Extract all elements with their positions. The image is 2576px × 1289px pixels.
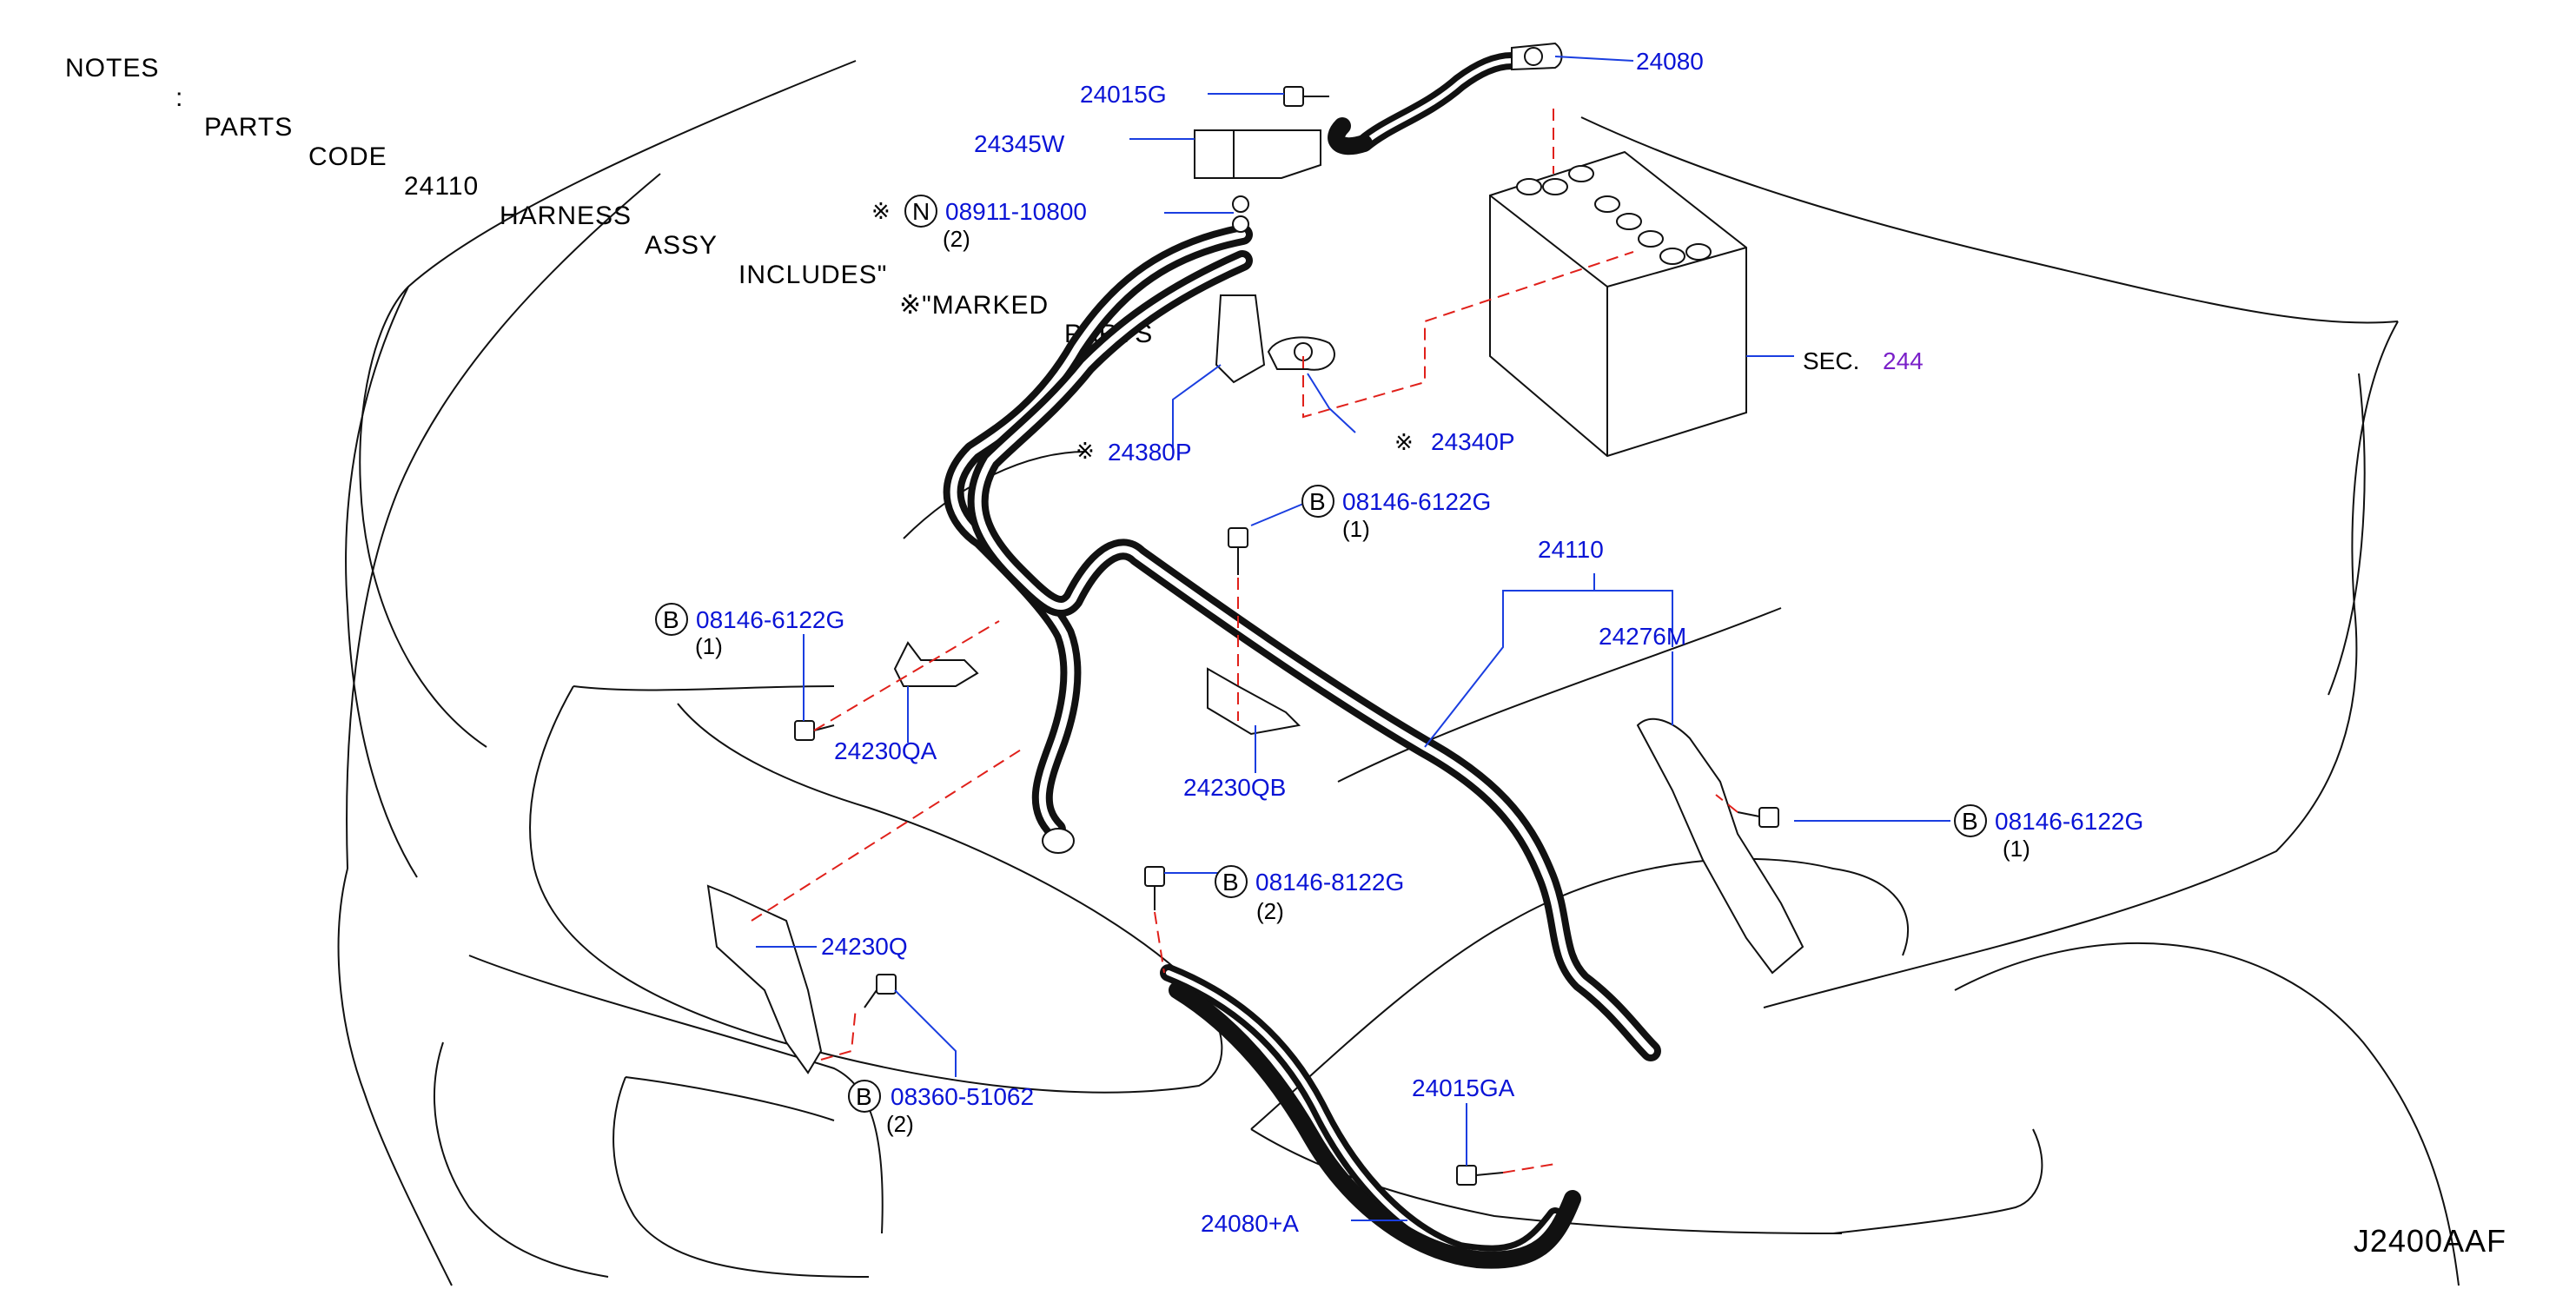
svg-text:B: B <box>1222 869 1239 896</box>
label-sec-244: SEC. 244 <box>1803 347 1924 374</box>
label-24015GA: 24015GA <box>1412 1074 1515 1101</box>
label-24230QA: 24230QA <box>834 737 937 764</box>
terminal-clamp-24080 <box>1511 42 1563 71</box>
svg-text:B: B <box>1962 808 1978 835</box>
svg-text:244: 244 <box>1883 347 1924 374</box>
bolt-24015GA <box>1456 1165 1504 1186</box>
phantom-lines <box>751 109 1738 1173</box>
label-08146-6122G-top: B 08146-6122G (1) <box>1301 485 1491 542</box>
label-08360-51062: B 08360-51062 (2) <box>848 1080 1034 1137</box>
notes-word: 24110 <box>404 172 480 201</box>
svg-text:24230QA: 24230QA <box>834 737 937 764</box>
notes-word: INCLUDES" <box>738 261 888 289</box>
bolt-08146-8122 <box>1144 866 1165 910</box>
svg-text:24015G: 24015G <box>1080 81 1167 108</box>
svg-text:24276M: 24276M <box>1599 623 1686 650</box>
label-24340P: ※ 24340P <box>1394 428 1515 456</box>
label-24276M: 24276M <box>1599 623 1686 650</box>
bolt-symbol-icon <box>1215 865 1248 898</box>
svg-text:B: B <box>1309 488 1326 515</box>
notes-word: CODE <box>308 142 387 171</box>
harness-cables <box>943 52 1661 1269</box>
svg-text:N: N <box>912 198 930 225</box>
label-24380P: ※ 24380P <box>1076 439 1192 466</box>
label-08911-10800: ※ N 08911-10800 (2) <box>871 195 1087 252</box>
bolt-symbol-icon <box>1301 485 1334 518</box>
svg-text:(2): (2) <box>1256 898 1284 924</box>
svg-text:24340P: 24340P <box>1431 428 1515 455</box>
diagram-code: J2400AAF <box>2353 1223 2506 1259</box>
svg-text:08146-6122G: 08146-6122G <box>1995 808 2143 835</box>
nuts-08911 <box>1232 195 1249 233</box>
svg-text:24230QB: 24230QB <box>1183 774 1286 801</box>
bracket-24230QB <box>1207 667 1301 736</box>
label-24015G: 24015G <box>1080 81 1167 108</box>
label-24080A: 24080+A <box>1201 1210 1299 1237</box>
bolt-08146-right <box>1737 807 1779 828</box>
battery <box>1489 150 1747 458</box>
svg-text:(1): (1) <box>2003 836 2030 862</box>
notes-word: ASSY <box>645 231 718 260</box>
svg-text:08146-8122G: 08146-8122G <box>1255 869 1404 896</box>
label-08146-8122G: B 08146-8122G (2) <box>1215 865 1404 924</box>
svg-text:24380P: 24380P <box>1108 439 1192 466</box>
notes-word: ※"MARKED <box>899 291 1050 320</box>
svg-text:SEC.: SEC. <box>1803 347 1859 374</box>
notes-word: HARNESS <box>500 202 632 230</box>
notes-separator: : <box>175 83 184 112</box>
bolt-symbol-icon <box>655 603 688 636</box>
svg-text:(1): (1) <box>695 633 723 659</box>
svg-text:24080: 24080 <box>1636 48 1704 75</box>
label-24230Q: 24230Q <box>821 933 908 960</box>
svg-text:B: B <box>663 606 679 633</box>
bracket-24276M <box>1636 717 1805 975</box>
leader-lines <box>756 56 1950 1221</box>
bracket-24230QA <box>893 641 979 687</box>
bolt-symbol-icon <box>1954 804 1987 837</box>
bolt-24015G <box>1283 86 1329 107</box>
label-24110: 24110 <box>1538 536 1604 563</box>
label-24230QB: 24230QB <box>1183 774 1286 801</box>
svg-text:24230Q: 24230Q <box>821 933 908 960</box>
bolt-symbol-icon <box>848 1080 881 1113</box>
svg-text:24345W: 24345W <box>974 130 1065 157</box>
label-24080: 24080 <box>1636 48 1704 75</box>
notes-word: PARTS <box>204 113 294 142</box>
bracket-24345W <box>1194 129 1321 179</box>
bracket-24230Q <box>706 884 823 1074</box>
bolt-08360 <box>864 974 897 1008</box>
notes-line: NOTES : PARTS CODE 24110 HARNESS ASSY IN… <box>0 24 1303 348</box>
svg-text:08146-6122G: 08146-6122G <box>696 606 844 633</box>
svg-text:※: ※ <box>871 199 891 225</box>
svg-text:24015GA: 24015GA <box>1412 1074 1515 1101</box>
svg-text:24110: 24110 <box>1538 536 1604 563</box>
label-08146-6122G-left: B 08146-6122G (1) <box>655 603 844 659</box>
svg-text:24080+A: 24080+A <box>1201 1210 1299 1237</box>
vehicle-body-outline <box>337 60 2460 1286</box>
svg-text:※: ※ <box>1076 439 1095 465</box>
label-08146-6122G-right: B 08146-6122G (1) <box>1954 804 2143 862</box>
label-24345W: 24345W <box>974 130 1065 157</box>
svg-text:08360-51062: 08360-51062 <box>891 1083 1034 1110</box>
svg-text:(2): (2) <box>886 1111 914 1137</box>
connector-24380P <box>1215 294 1266 384</box>
terminal-24340P <box>1267 336 1335 371</box>
svg-text:08146-6122G: 08146-6122G <box>1342 488 1491 515</box>
notes-label: NOTES <box>65 54 160 83</box>
nut-symbol-icon <box>904 195 937 228</box>
svg-text:B: B <box>856 1083 872 1110</box>
svg-text:08911-10800: 08911-10800 <box>945 198 1087 225</box>
svg-text:※: ※ <box>1394 430 1414 456</box>
bolt-08146-top <box>1228 527 1248 575</box>
svg-text:(2): (2) <box>943 226 970 252</box>
ring-terminal-left <box>1042 828 1075 854</box>
battery-terminal-plus <box>1516 165 1712 265</box>
svg-text:(1): (1) <box>1342 516 1370 542</box>
